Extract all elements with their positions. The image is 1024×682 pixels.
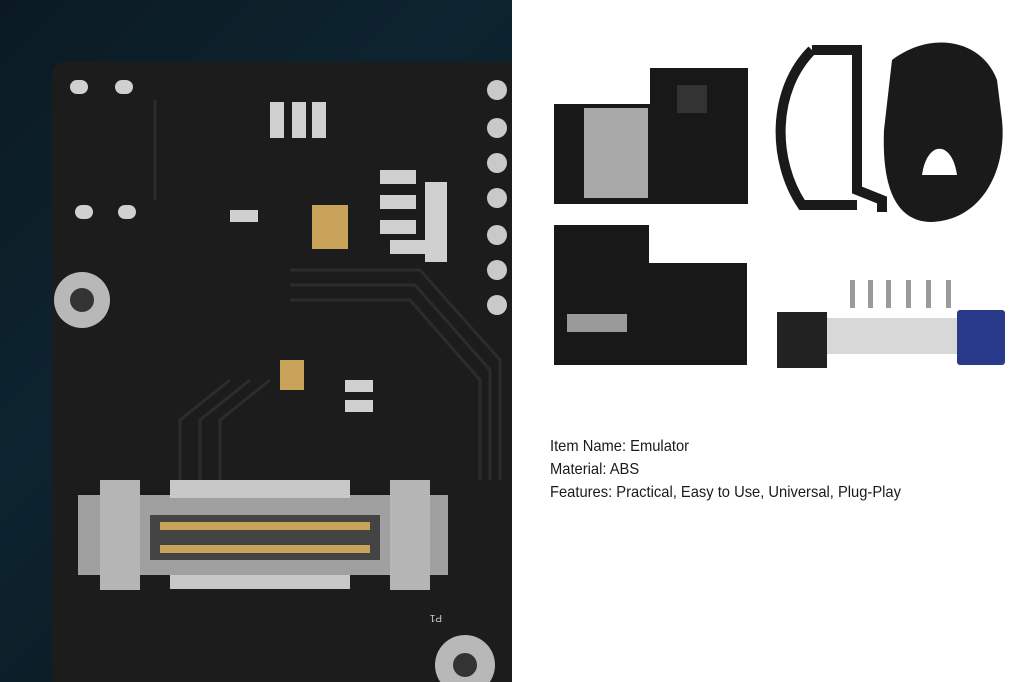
flex-cable bbox=[777, 312, 959, 368]
spec-features: Features: Practical, Easy to Use, Univer… bbox=[550, 484, 901, 501]
pin-header bbox=[487, 80, 507, 315]
sd-card-adapter-board bbox=[554, 68, 748, 204]
screws bbox=[850, 280, 951, 308]
smd-components bbox=[70, 80, 447, 412]
pcb-closeup-photo: P1 bbox=[0, 0, 512, 682]
gold-pad bbox=[312, 205, 348, 249]
silkscreen-label: P1 bbox=[429, 612, 442, 623]
product-parts-panel: Item Name: Emulator Material: ABS Featur… bbox=[512, 0, 1024, 682]
parts-illustration bbox=[554, 42, 1005, 368]
sd-card bbox=[957, 310, 1005, 365]
round-black-cover bbox=[883, 42, 1003, 222]
gold-pad bbox=[280, 360, 304, 390]
spec-item-name: Item Name: Emulator bbox=[550, 438, 690, 455]
black-bracket-frame bbox=[775, 45, 887, 212]
board-connector bbox=[78, 480, 448, 590]
pcb-board-illustration: P1 bbox=[52, 62, 512, 682]
spec-material: Material: ABS bbox=[550, 461, 640, 478]
pcb-traces bbox=[153, 100, 502, 480]
connector-board-back bbox=[554, 225, 747, 365]
